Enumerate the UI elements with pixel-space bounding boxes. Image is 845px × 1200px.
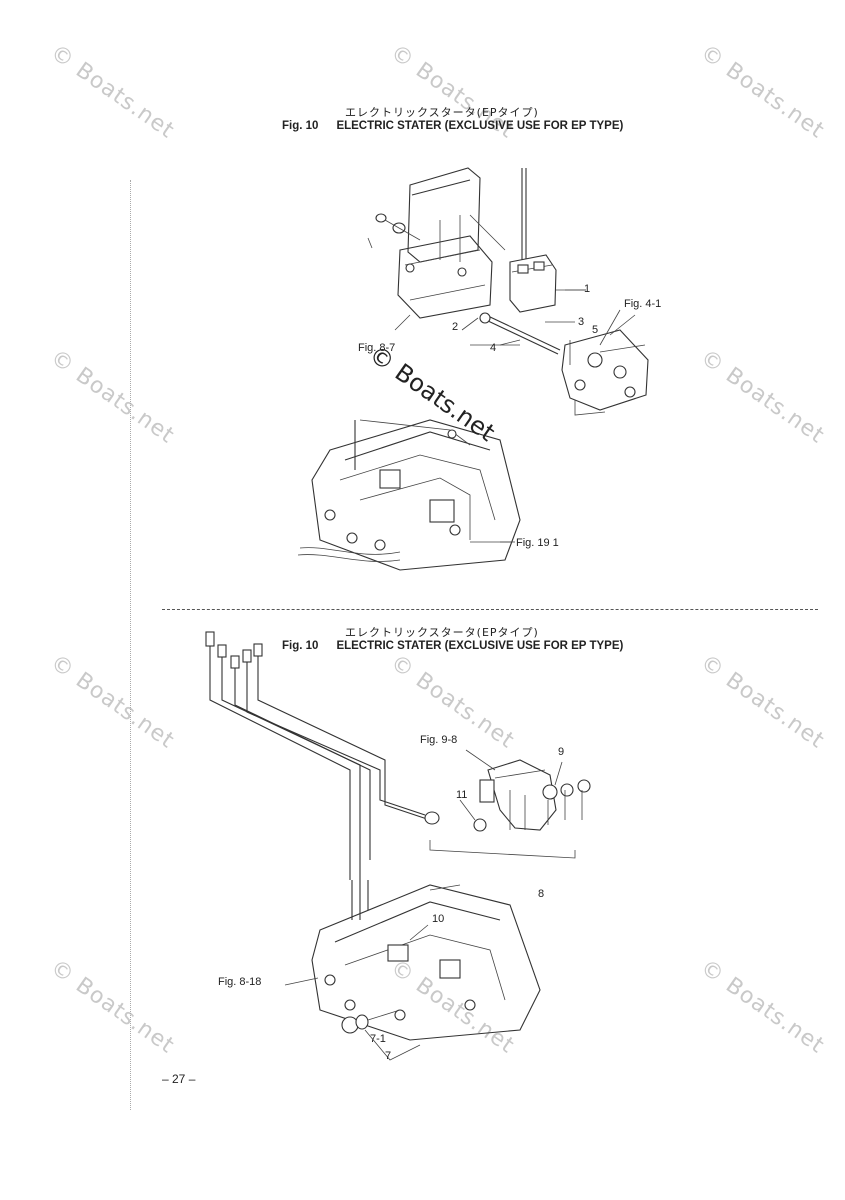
- bottom-title-english: Fig. 10 ELECTRIC STATER (EXCLUSIVE USE FO…: [282, 640, 623, 652]
- callout-8: 8: [538, 888, 545, 900]
- leader-fig818: [284, 977, 319, 986]
- callout-11: 11: [456, 789, 468, 801]
- engine-lower-pan-bottom: [311, 884, 541, 1041]
- callout-4: 4: [490, 342, 497, 354]
- leader-9: [554, 761, 563, 786]
- relay-bracket: [473, 759, 591, 832]
- leader-4: [499, 339, 521, 346]
- ref-fig-8-7: Fig. 8-7: [358, 342, 396, 354]
- page-number: – 27 –: [162, 1072, 196, 1086]
- section-divider: [162, 609, 818, 610]
- callout-3: 3: [578, 316, 585, 328]
- callout-9: 9: [558, 746, 565, 758]
- ref-fig-19-1: Fig. 19 1: [516, 537, 559, 549]
- leader-fig41: [599, 309, 621, 346]
- leader-11: [459, 799, 476, 821]
- leader-8: [429, 840, 576, 859]
- callout-1: 1: [584, 283, 591, 295]
- bottom-title-fig: Fig. 10: [282, 640, 319, 652]
- starter-switch: [509, 168, 586, 313]
- top-title-english: Fig. 10 ELECTRIC STATER (EXCLUSIVE USE FO…: [282, 120, 623, 132]
- callout-10: 10: [432, 913, 445, 925]
- top-title-text: ELECTRIC STATER (EXCLUSIVE USE FOR EP TY…: [336, 120, 624, 132]
- leader-fig87: [394, 314, 411, 331]
- callout-2: 2: [452, 321, 459, 333]
- starter-button: [341, 1009, 421, 1061]
- bottom-title-japanese: エレクトリックスタータ(EPタイプ): [345, 626, 539, 639]
- ref-fig-9-8: Fig. 9-8: [420, 734, 458, 746]
- wire-harness: [205, 631, 440, 920]
- ref-fig-4-1: Fig. 4-1: [624, 298, 662, 310]
- carburetor-assembly: [561, 314, 649, 416]
- callout-7: 7: [385, 1050, 392, 1062]
- scan-edge: [130, 180, 131, 1110]
- ref-fig-8-18: Fig. 8-18: [218, 976, 262, 988]
- leader-10: [409, 924, 429, 941]
- callout-7-1: 7-1: [370, 1033, 386, 1045]
- top-title-fig: Fig. 10: [282, 120, 319, 132]
- leader-fig98: [465, 749, 496, 771]
- top-title-japanese: エレクトリックスタータ(EPタイプ): [345, 106, 539, 119]
- mounting-bracket: [397, 167, 506, 319]
- leader-2: [461, 317, 479, 331]
- starter-cable: [470, 312, 575, 355]
- engine-lower-pan-top: [297, 419, 521, 571]
- callout-5: 5: [592, 324, 599, 336]
- bolt-washer-set: [367, 213, 421, 249]
- bottom-title-text: ELECTRIC STATER (EXCLUSIVE USE FOR EP TY…: [336, 640, 624, 652]
